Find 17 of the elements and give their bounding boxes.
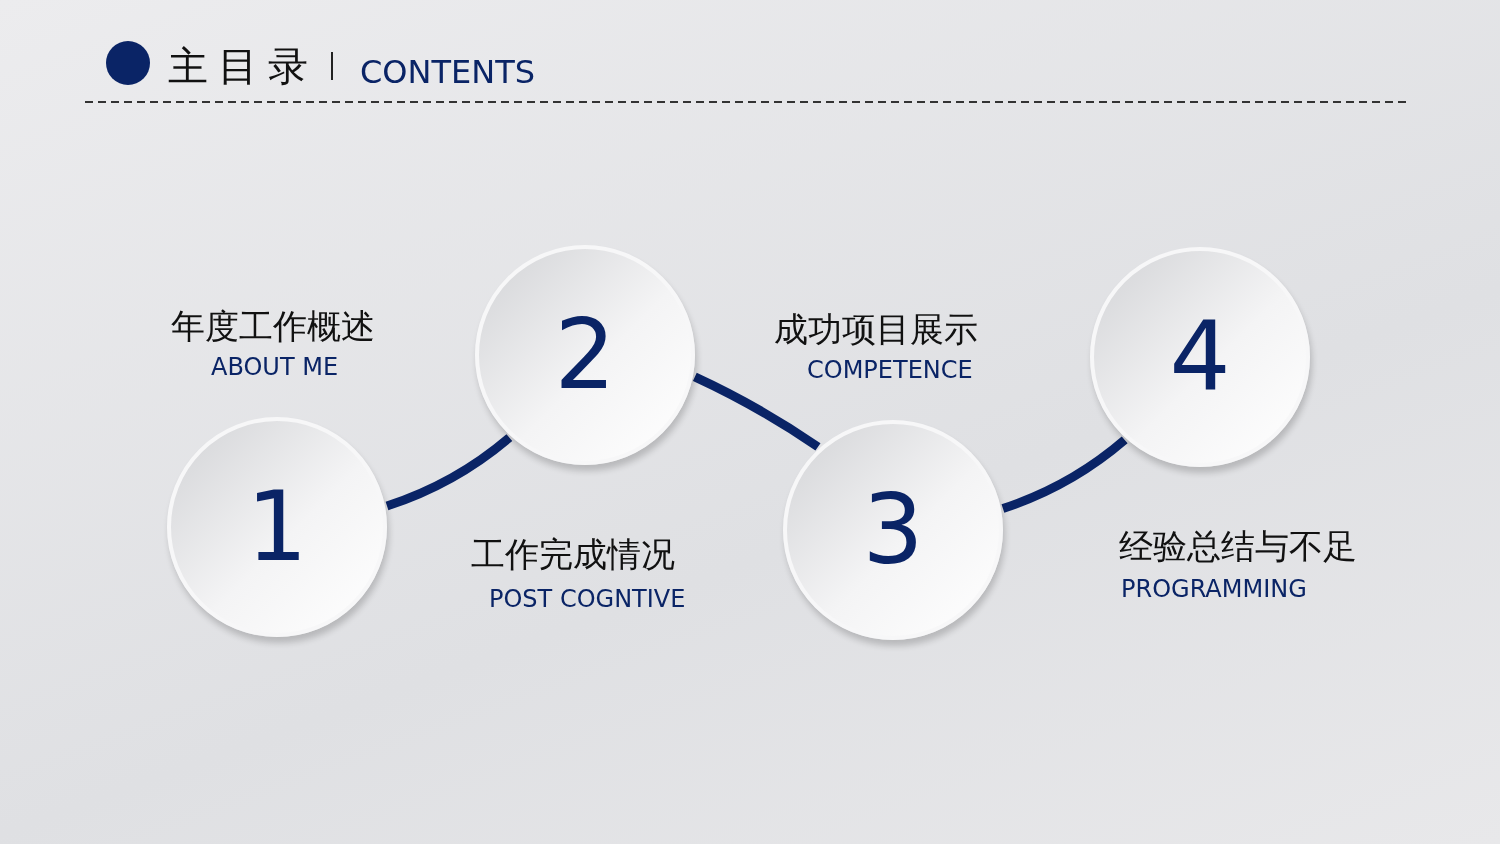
section-title: 成功项目展示 xyxy=(774,312,978,346)
section-title: 工作完成情况 xyxy=(471,537,675,571)
section-title: 经验总结与不足 xyxy=(1119,529,1357,563)
section-subtitle: PROGRAMMING xyxy=(1121,577,1307,601)
subheading: CONTENTS xyxy=(360,56,536,88)
section-subtitle: COMPETENCE xyxy=(807,358,973,382)
step-number: 3 xyxy=(861,482,925,578)
step-number: 4 xyxy=(1168,309,1232,405)
heading: 主目录 xyxy=(168,46,318,86)
section-subtitle: POST COGNTIVE xyxy=(489,587,686,611)
connector-line xyxy=(385,434,513,511)
connector-line xyxy=(692,372,821,451)
step-number: 1 xyxy=(245,479,309,575)
section-title: 年度工作概述 xyxy=(171,309,375,343)
connector-line xyxy=(1001,436,1128,513)
section-subtitle: ABOUT ME xyxy=(211,355,339,379)
step-number: 2 xyxy=(553,307,617,403)
